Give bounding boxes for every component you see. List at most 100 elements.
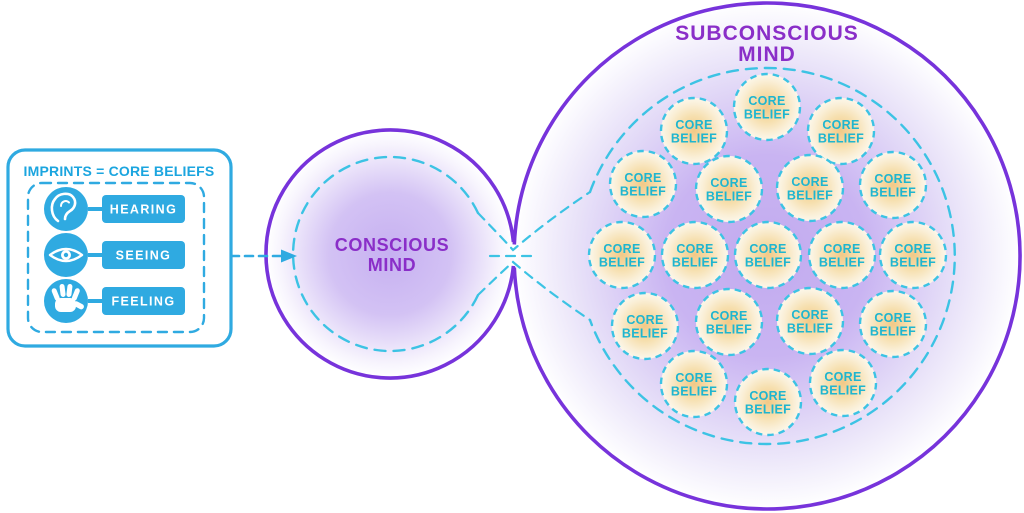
core-belief-label: BELIEF [820,384,866,398]
seeing-label: SEEING [116,249,172,263]
hearing-label: HEARING [110,203,177,217]
core-belief-label: CORE [874,311,911,325]
core-belief-label: CORE [748,94,785,108]
core-belief-bubble [660,220,730,290]
imprint-row-seeing: SEEING [44,233,185,277]
core-belief-bubble [733,367,803,437]
feeling-label-box [102,287,185,315]
core-belief-label: BELIEF [671,132,717,146]
core-belief-label: CORE [675,371,712,385]
core-belief-label: BELIEF [787,189,833,203]
core-belief-label: BELIEF [870,325,916,339]
hearing-label-box [102,195,185,223]
core-belief-label: BELIEF [620,185,666,199]
channel-upper-dashed-curve [476,190,592,252]
mind-channel [476,190,592,322]
core-belief-label: BELIEF [818,132,864,146]
core-belief-label: CORE [749,389,786,403]
core-belief-label: CORE [603,242,640,256]
core-belief-label: BELIEF [745,256,791,270]
core-belief-bubble [775,286,845,356]
core-belief-label: CORE [749,242,786,256]
seeing-label-box [102,241,185,269]
core-belief-label: BELIEF [787,322,833,336]
core-belief-bubble [858,289,928,359]
core-belief-label: CORE [874,172,911,186]
core-belief-label: CORE [894,242,931,256]
core-belief-bubble [587,220,657,290]
core-belief-bubble [732,72,802,142]
core-belief-label: CORE [710,176,747,190]
core-belief-label: BELIEF [870,186,916,200]
core-belief-bubble [858,150,928,220]
core-belief-bubble [775,153,845,223]
core-belief-label: CORE [824,370,861,384]
conscious-gradient-fill [268,132,512,376]
core-belief-label: CORE [675,118,712,132]
core-belief-label: BELIEF [599,256,645,270]
core-belief-bubble [659,96,729,166]
hand-icon [51,284,84,312]
core-belief-label: BELIEF [622,327,668,341]
subconscious-title-line1: SUBCONSCIOUS [675,22,859,45]
core-belief-label: CORE [710,309,747,323]
core-belief-bubble [659,349,729,419]
core-belief-label: BELIEF [706,323,752,337]
core-belief-label: CORE [822,118,859,132]
imprint-row-feeling: FEELING [44,279,185,323]
imprints-panel-title: IMPRINTS = CORE BELIEFS [24,163,215,179]
core-belief-bubble [878,220,948,290]
core-belief-bubble [808,348,878,418]
imprints-panel-dashed-box [26,181,206,334]
core-belief-label: BELIEF [672,256,718,270]
core-belief-bubble [807,220,877,290]
core-belief-label: BELIEF [819,256,865,270]
core-belief-label: CORE [791,308,828,322]
subconscious-outline [512,1,1022,511]
eye-icon [48,247,84,263]
ear-icon [50,192,77,223]
core-belief-bubble [694,287,764,357]
core-belief-bubble [733,220,803,290]
core-belief-label: CORE [791,175,828,189]
core-belief-label: BELIEF [706,190,752,204]
core-belief-label: CORE [624,171,661,185]
core-belief-label: CORE [823,242,860,256]
core-belief-label: CORE [676,242,713,256]
core-belief-bubble [806,96,876,166]
channel-lower-dashed-curve [476,260,592,322]
core-belief-bubble [608,149,678,219]
conscious-inner-dashed-circle [291,155,480,353]
core-belief-bubble [694,154,764,224]
feeling-label: FEELING [112,295,176,309]
core-belief-label: BELIEF [744,108,790,122]
imprints-panel: IMPRINTS = CORE BELIEFS HEARING [6,148,233,348]
core-belief-label: BELIEF [745,403,791,417]
core-belief-label: BELIEF [890,256,936,270]
conscious-mind-circle: CONSCIOUS MIND [264,128,516,380]
conscious-title-line1: CONSCIOUS [335,235,449,255]
arrowhead-icon [281,249,297,263]
core-beliefs-layer: COREBELIEFCOREBELIEFCOREBELIEFCOREBELIEF… [587,72,948,437]
subconscious-title-line2: MIND [738,43,796,66]
